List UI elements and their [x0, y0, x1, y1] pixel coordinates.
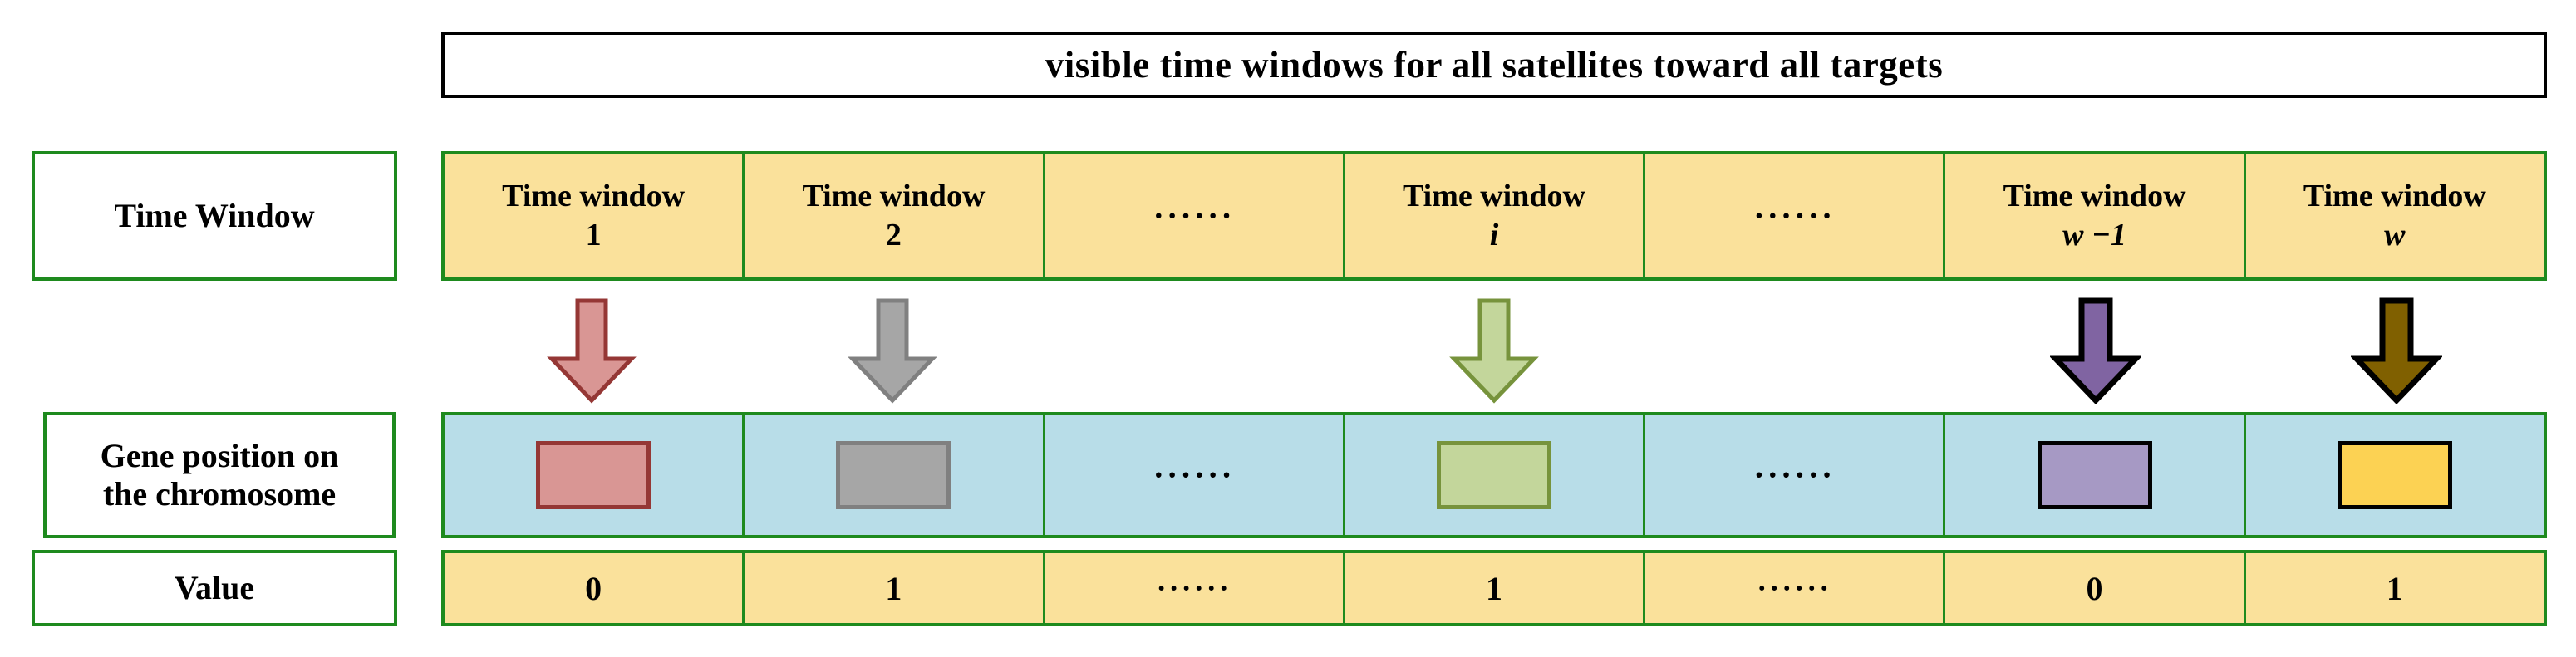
- value-text: 1: [1485, 569, 1502, 607]
- row-label-value: Value: [32, 550, 397, 626]
- time-window-cell-tw-w[interactable]: Time window w: [2245, 154, 2544, 277]
- ellipsis-glyph: ······: [1757, 571, 1832, 605]
- value-text: 0: [585, 569, 602, 607]
- arrow-down-gray-shape: [848, 298, 937, 404]
- value-cell-tw-2[interactable]: 1: [745, 553, 1045, 623]
- value-cell-ellipsis[interactable]: ······: [1645, 553, 1946, 623]
- time-window-cell-tw-i[interactable]: Time window i: [1345, 154, 1646, 277]
- gene-chip-gold[interactable]: [2337, 441, 2452, 509]
- time-window-prefix: Time window: [2303, 178, 2486, 213]
- value-cell-tw-i[interactable]: 1: [1345, 553, 1646, 623]
- chromosome-cell-tw-2[interactable]: [745, 415, 1045, 535]
- arrow-down-gray: [848, 298, 937, 404]
- time-window-index: 2: [885, 218, 902, 253]
- arrow-slot-tw-2: [742, 292, 1043, 409]
- arrow-down-gold-shape: [2351, 297, 2442, 405]
- gene-chip-red[interactable]: [536, 441, 651, 509]
- arrows-layer: [441, 292, 2547, 409]
- row-label-gene-position-line2: the chromosome: [102, 475, 337, 512]
- time-window-index: 1: [585, 218, 602, 253]
- chromosome-cell-tw-1[interactable]: [445, 415, 745, 535]
- arrow-slot-tw-i: [1344, 292, 1644, 409]
- arrow-down-green-shape: [1449, 298, 1539, 404]
- ellipsis-glyph: ······: [1753, 197, 1836, 234]
- diagram-title-text: visible time windows for all satellites …: [1045, 44, 1944, 86]
- time-window-prefix: Time window: [802, 178, 986, 213]
- chromosome-cell-ellipsis[interactable]: ······: [1645, 415, 1946, 535]
- value-cell-tw-1[interactable]: 0: [445, 553, 745, 623]
- arrow-slot-tw-1: [441, 292, 742, 409]
- time-window-cell-ellipsis[interactable]: ······: [1045, 154, 1345, 277]
- ellipsis-glyph: ······: [1156, 571, 1231, 605]
- time-window-prefix: Time window: [502, 178, 686, 213]
- time-window-cell-text: Time window w −1: [2003, 177, 2186, 256]
- value-cell-tw-w-minus-1[interactable]: 0: [1945, 553, 2246, 623]
- time-window-cell-text: Time window 2: [802, 177, 985, 256]
- chromosome-cell-ellipsis[interactable]: ······: [1045, 415, 1345, 535]
- diagram-title-banner: visible time windows for all satellites …: [441, 32, 2547, 98]
- value-cell-tw-w[interactable]: 1: [2245, 553, 2544, 623]
- time-window-index: w: [2384, 218, 2406, 253]
- time-window-cell-text: Time window w: [2303, 177, 2486, 256]
- time-window-prefix: Time window: [2003, 178, 2186, 213]
- chromosome-cell-tw-i[interactable]: [1345, 415, 1646, 535]
- arrow-down-red: [547, 298, 637, 404]
- value-row: 0 1 ······ 1 ······ 0 1: [441, 550, 2547, 626]
- time-window-cell-tw-1[interactable]: Time window 1: [445, 154, 745, 277]
- arrow-down-red-shape: [547, 298, 637, 404]
- value-cell-ellipsis[interactable]: ······: [1045, 553, 1345, 623]
- time-window-cell-tw-2[interactable]: Time window 2: [745, 154, 1045, 277]
- arrow-slot-tw-w: [2246, 292, 2547, 409]
- time-window-row: Time window 1 Time window 2 ······ Time windo…: [441, 151, 2547, 281]
- ellipsis-glyph: ······: [1153, 456, 1235, 493]
- row-label-time-window-text: Time Window: [114, 197, 315, 234]
- row-label-gene-position-line1: Gene position on: [100, 437, 339, 474]
- time-window-index: i: [1489, 218, 1499, 253]
- value-text: 1: [2386, 569, 2403, 607]
- arrow-slot-tw-w-minus-1: [1945, 292, 2246, 409]
- ellipsis-glyph: ······: [1753, 456, 1836, 493]
- time-window-cell-text: Time window i: [1403, 177, 1585, 256]
- row-label-value-text: Value: [174, 569, 255, 606]
- value-text: 0: [2086, 569, 2103, 607]
- arrow-down-gold: [2351, 297, 2442, 405]
- time-window-cell-ellipsis[interactable]: ······: [1645, 154, 1946, 277]
- time-window-index: w −1: [2062, 218, 2126, 253]
- chromosome-row: ······ ······: [441, 412, 2547, 538]
- arrow-down-purple: [2050, 297, 2141, 405]
- row-label-gene-position: Gene position on the chromosome: [43, 412, 396, 538]
- gene-chip-gray[interactable]: [836, 441, 951, 509]
- time-window-cell-text: Time window 1: [502, 177, 685, 256]
- time-window-cell-tw-w-minus-1[interactable]: Time window w −1: [1945, 154, 2246, 277]
- value-text: 1: [885, 569, 902, 607]
- time-window-prefix: Time window: [1403, 178, 1585, 213]
- gene-chip-purple[interactable]: [2037, 441, 2152, 509]
- gene-chip-green[interactable]: [1436, 441, 1551, 509]
- arrow-down-green: [1449, 298, 1539, 404]
- row-label-time-window: Time Window: [32, 151, 397, 281]
- arrow-down-purple-shape: [2050, 297, 2141, 405]
- chromosome-cell-tw-w-minus-1[interactable]: [1945, 415, 2246, 535]
- chromosome-cell-tw-w[interactable]: [2245, 415, 2544, 535]
- ellipsis-glyph: ······: [1153, 197, 1235, 234]
